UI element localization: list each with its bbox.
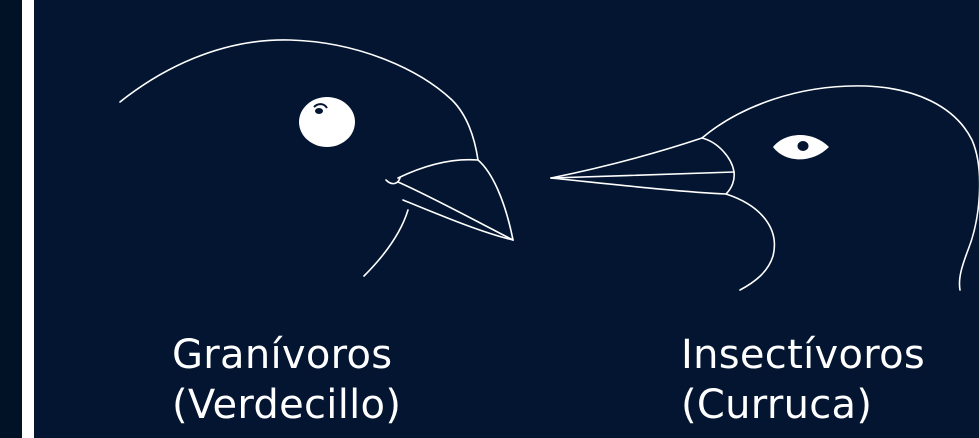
finch-eye-icon	[299, 97, 355, 147]
caption-granivore: Granívoros (Verdecillo)	[172, 330, 401, 430]
finch-crown-outline	[120, 40, 478, 160]
caption-granivore-title: Granívoros	[172, 330, 401, 380]
warbler-eye-icon	[773, 135, 829, 159]
warbler-head-icon	[551, 86, 979, 290]
finch-upper-beak	[398, 160, 513, 240]
caption-insectivore: Insectívoros (Curruca)	[681, 330, 925, 430]
finch-head-icon	[120, 40, 513, 276]
caption-granivore-species: (Verdecillo)	[172, 380, 401, 430]
warbler-throat	[726, 194, 774, 290]
finch-lower-beak	[403, 200, 513, 240]
finch-throat	[364, 210, 408, 276]
caption-insectivore-title: Insectívoros	[681, 330, 925, 380]
warbler-crown-outline	[702, 86, 979, 290]
finch-beak-culmen	[398, 182, 513, 240]
caption-insectivore-species: (Curruca)	[681, 380, 925, 430]
warbler-upper-bill	[551, 138, 734, 178]
